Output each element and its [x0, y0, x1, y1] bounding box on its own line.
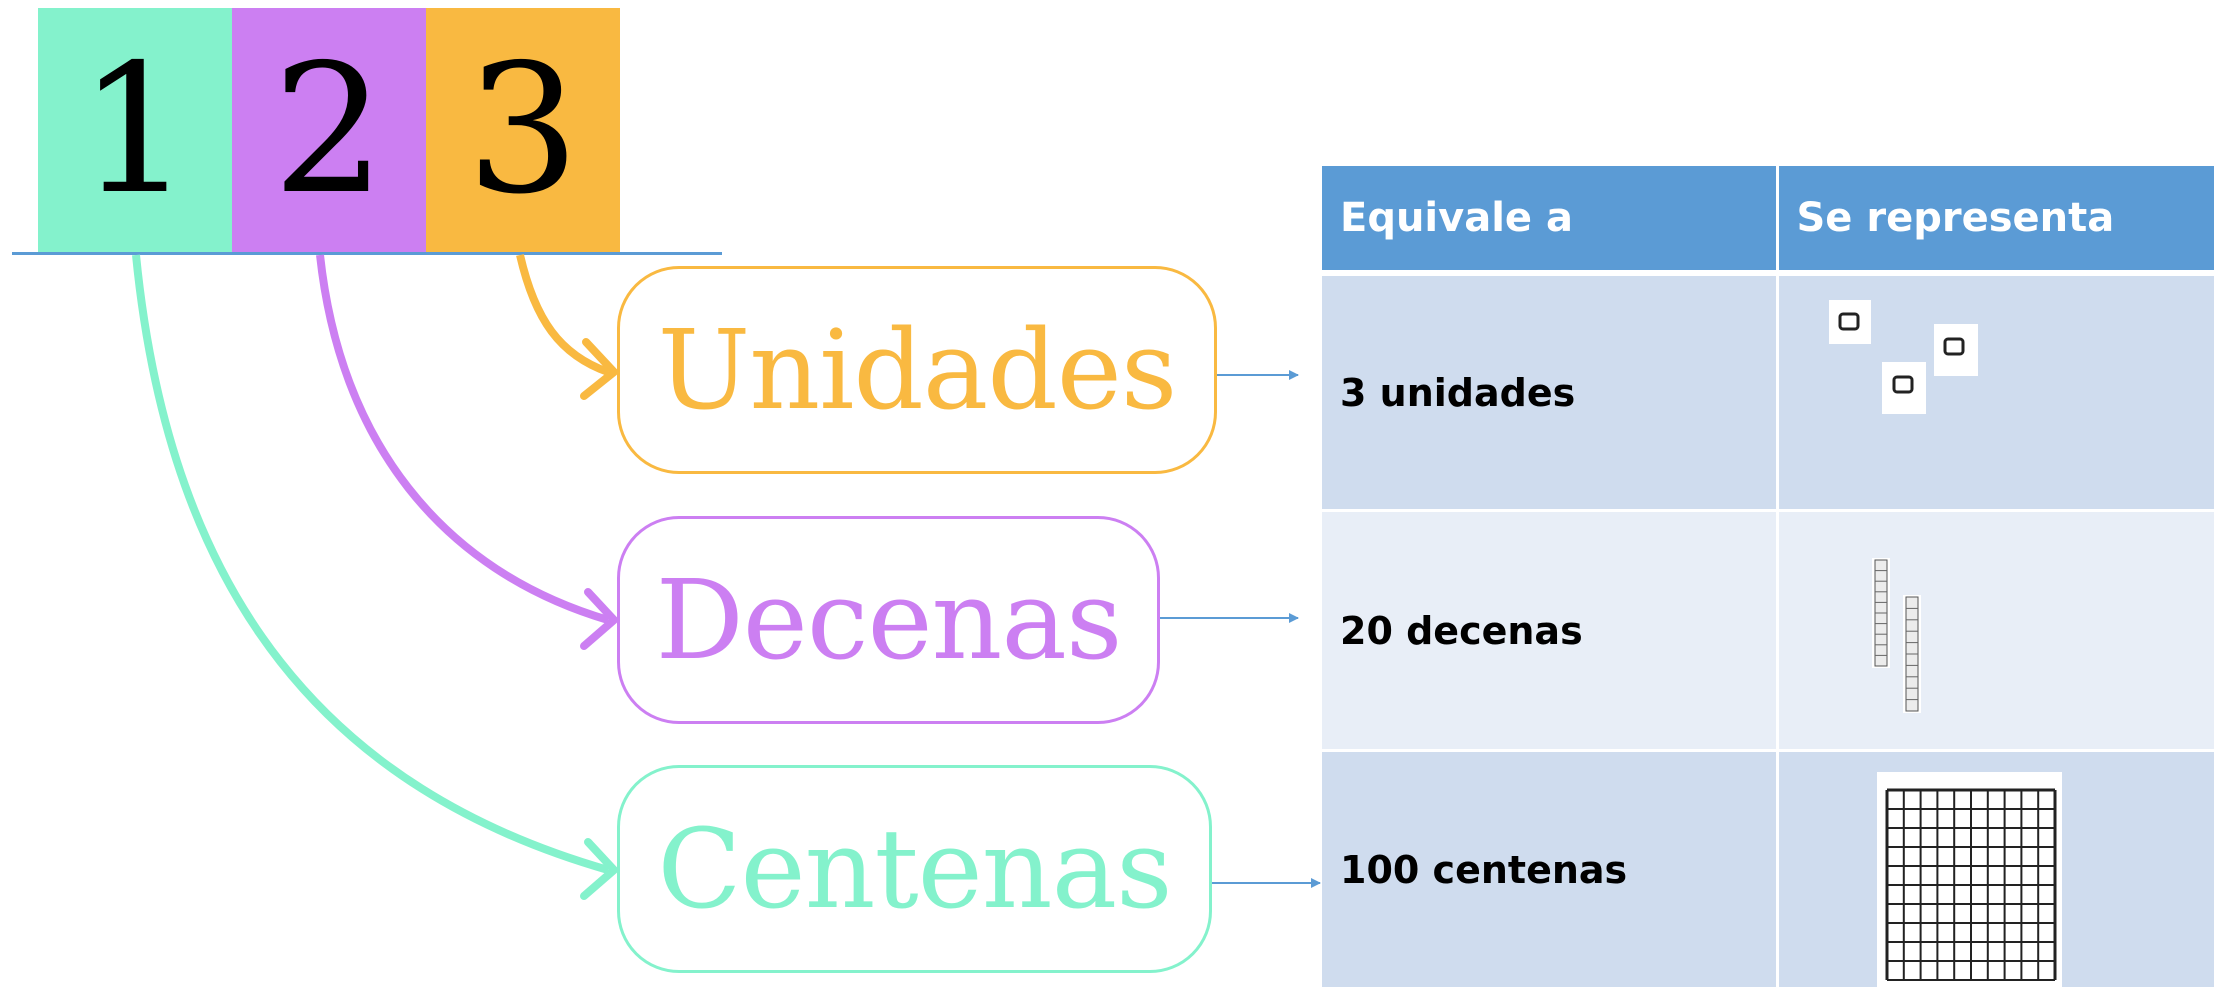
digit-units: 3	[466, 26, 580, 233]
digit-hundreds: 1	[78, 26, 192, 233]
hundred-flat-background	[1876, 772, 2062, 987]
table-row: 3 unidades	[1322, 273, 2215, 512]
represent-centenas-cell	[1777, 750, 2215, 990]
arrow-tens-head	[580, 588, 618, 650]
ten-rods-image	[1871, 558, 1921, 713]
equivale-unidades: 3 unidades	[1322, 273, 1779, 512]
centenas-box: Centenas	[617, 765, 1212, 973]
unidades-label: Unidades	[657, 306, 1178, 434]
arrow-units-curve	[516, 254, 610, 376]
equivalence-table: Equivale a Se representa 3 unidades 20 d…	[1322, 166, 2215, 990]
arrow-hundreds-curve	[132, 254, 610, 874]
hundred-flat-image	[1876, 772, 2062, 987]
unidades-box: Unidades	[617, 266, 1217, 474]
unit-cubes-image	[1828, 300, 1978, 414]
arrow-units-head	[580, 338, 618, 400]
represent-unidades-cell	[1777, 273, 2215, 512]
digit-tens: 2	[272, 26, 386, 233]
table-header-row: Equivale a Se representa	[1322, 166, 2215, 276]
digit-units-box: 3	[426, 8, 620, 252]
centenas-label: Centenas	[657, 805, 1172, 933]
number-baseline	[12, 252, 722, 255]
represent-decenas-cell	[1777, 510, 2215, 752]
header-equivale: Equivale a	[1322, 166, 1779, 276]
decenas-label: Decenas	[655, 556, 1123, 684]
digit-hundreds-box: 1	[38, 8, 232, 252]
header-representa: Se representa	[1777, 166, 2215, 276]
digit-tens-box: 2	[232, 8, 426, 252]
decenas-box: Decenas	[617, 516, 1160, 724]
equivale-centenas: 100 centenas	[1322, 750, 1779, 990]
equivale-decenas: 20 decenas	[1322, 510, 1779, 752]
arrow-tens-curve	[316, 254, 610, 624]
table-row: 20 decenas	[1322, 510, 2215, 752]
table-row: 100 centenas	[1322, 750, 2215, 990]
arrow-hundreds-head	[580, 838, 618, 900]
